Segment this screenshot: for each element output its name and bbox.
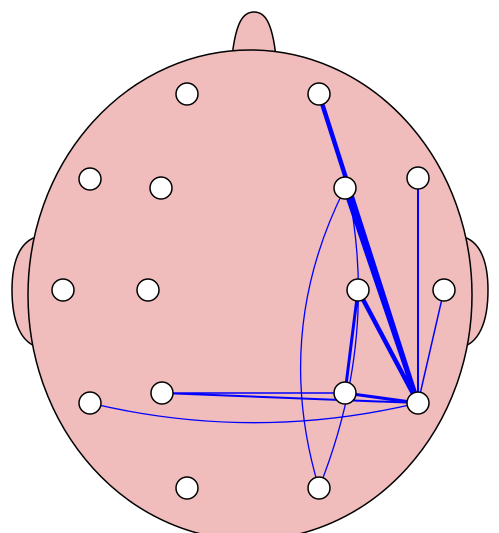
connection-e13-e14 [343,391,420,405]
electrode-e14 [406,391,430,415]
nose [231,11,277,58]
electrode-e9 [346,278,370,302]
electrode-e4 [149,176,173,200]
electrode-e8 [136,278,160,302]
electrode-e5 [333,176,357,200]
connection-e10-e14 [417,289,445,404]
connection-e5-e16 [299,187,346,489]
electrode-e1 [175,82,199,106]
electrode-e7 [51,278,75,302]
electrode-e3 [78,167,102,191]
electrode-e2 [307,82,331,106]
electrode-e15 [175,476,199,500]
connection-e11-e14 [89,402,419,424]
connection-e9-e14 [355,287,421,406]
scalp [27,49,473,533]
electrode-e10 [432,278,456,302]
electrode-e16 [307,476,331,500]
connection-e5-e14 [342,185,421,406]
connection-e9-e13 [343,288,360,395]
electrode-e13 [333,381,357,405]
electrode-e11 [78,391,102,415]
electrodes [51,82,456,500]
electrode-e12 [150,381,174,405]
head-shape [11,11,489,533]
connection-e12-e14 [161,392,419,404]
connections [89,91,445,489]
electrode-e6 [406,166,430,190]
